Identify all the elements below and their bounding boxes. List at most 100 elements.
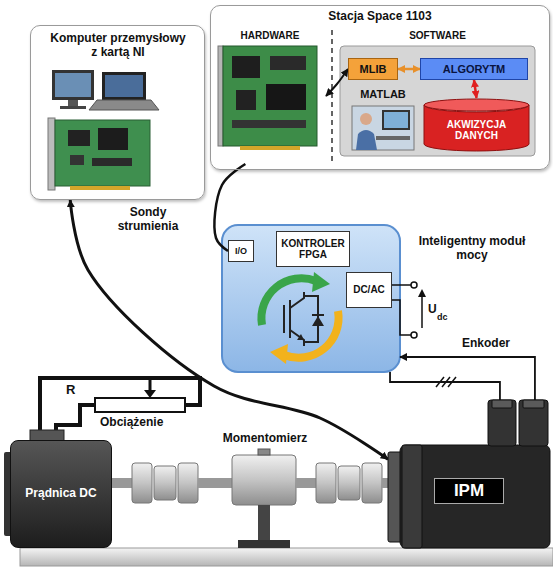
dc-link-terminals [392, 300, 411, 335]
matlab-photo [356, 130, 377, 150]
probe-label: Sondy strumienia [108, 206, 188, 234]
text-holder: I/O [229, 241, 253, 261]
load-resistor [144, 390, 156, 398]
dc-link-terminals [411, 282, 417, 288]
text-holder: Komputer przemysłowy z kartą NI [48, 32, 188, 60]
computer-icon [105, 75, 143, 97]
fpga-controller-box: KONTROLER FPGA [276, 231, 350, 267]
ni-card [70, 186, 130, 190]
dc-link-terminals [418, 289, 426, 297]
motor-outline [388, 400, 550, 548]
voltage-symbol: U [428, 303, 437, 317]
ni-card [68, 130, 90, 146]
computer-icon [52, 70, 159, 110]
library-box: MLIB [348, 58, 398, 80]
text-holder: DC/AC [347, 273, 391, 307]
test-bench [258, 505, 270, 542]
divider-line [331, 30, 333, 165]
load-label: Obciążenie [100, 416, 163, 430]
encoder-plug [523, 400, 544, 408]
load-resistor [149, 378, 152, 391]
data-storage-cylinder: AKWIZYCJA DANYCH [423, 98, 530, 152]
connector [214, 164, 245, 251]
igbt-symbol [290, 292, 304, 308]
hardware-card-area: HARDWARE [214, 28, 326, 164]
power-module-body [222, 225, 400, 372]
dspace-card [236, 90, 256, 110]
igbt-symbol [297, 334, 304, 340]
dspace-card [223, 46, 317, 146]
test-bench [238, 540, 290, 548]
node-text: Komputer przemysłowy z kartą NI [50, 31, 185, 59]
rotation-arrows [270, 344, 288, 364]
load-resistor [95, 398, 185, 412]
text-holder: KONTROLER FPGA [277, 232, 349, 266]
rotation-arrows [284, 311, 339, 358]
node-text: MLIB [360, 63, 387, 76]
computer-icon [102, 72, 146, 100]
computer-icon [55, 73, 91, 97]
computer-icon [60, 106, 86, 109]
node-text: HARDWARE [241, 30, 300, 41]
software-panel-fill [340, 46, 535, 156]
node-text: SOFTWARE [409, 30, 466, 41]
test-bench [198, 478, 232, 488]
encoder-plug [492, 400, 512, 408]
station-panel: Stacja Space 1103HARDWARE SOFTWARE MLIB ALG… [210, 5, 550, 170]
node-text: IPM [454, 481, 484, 501]
text-holder: HARDWARE [214, 30, 326, 42]
dspace-card [218, 46, 317, 150]
motor-body [400, 445, 550, 548]
dspace-card [270, 56, 306, 70]
dc-generator: Prądnica DC [10, 440, 112, 548]
dc-link-terminals [411, 332, 417, 338]
text-holder: Stacja Space 1103 [211, 10, 549, 24]
test-bench [316, 463, 336, 503]
matlab-photo [360, 113, 372, 125]
text-holder: MLIB [349, 59, 397, 79]
connector [390, 372, 500, 400]
text-holder: IPM [434, 478, 504, 504]
node-text: Inteligentny moduł mocy [419, 234, 526, 262]
dspace-card [218, 46, 223, 146]
computer-panel: Komputer przemysłowy z kartą NI [30, 25, 205, 200]
igbt-symbol [312, 314, 324, 316]
connector [398, 68, 420, 71]
connector [400, 357, 535, 400]
test-bench [20, 548, 553, 566]
voltage-subscript: dc [437, 312, 448, 322]
load-resistor [40, 378, 200, 436]
power-module-body [222, 225, 400, 372]
algorithm-box: ALGORYTM [420, 58, 528, 80]
igbt-symbol [289, 300, 291, 338]
test-bench [4, 430, 553, 566]
test-bench [178, 463, 198, 503]
computer-icon [89, 100, 159, 110]
connector [70, 200, 388, 459]
inverter-box: DC/AC [346, 272, 392, 308]
connector [326, 69, 348, 96]
test-bench [154, 466, 176, 500]
test-bench [296, 478, 316, 488]
test-bench [338, 466, 360, 500]
ni-card [48, 118, 150, 190]
matlab-photo [376, 136, 410, 140]
rotation-arrows [261, 272, 338, 364]
ipm-motor: IPM [388, 400, 550, 548]
igbt-symbol [283, 305, 285, 333]
dc-link-terminals [392, 284, 411, 286]
motor-front [402, 445, 422, 548]
connector [474, 80, 477, 98]
dspace-card [232, 56, 260, 78]
text-holder: Inteligentny moduł mocy [412, 235, 532, 263]
node-text: Prądnica DC [25, 487, 96, 501]
cylinder-top [424, 99, 529, 111]
rotation-arrows [261, 278, 316, 325]
node-text: DC/AC [353, 284, 385, 296]
load-resistor [40, 378, 200, 436]
dc-link-terminals [421, 296, 423, 328]
torque-meter-label: Momentomierz [222, 432, 308, 446]
cylinder-body [424, 105, 529, 151]
